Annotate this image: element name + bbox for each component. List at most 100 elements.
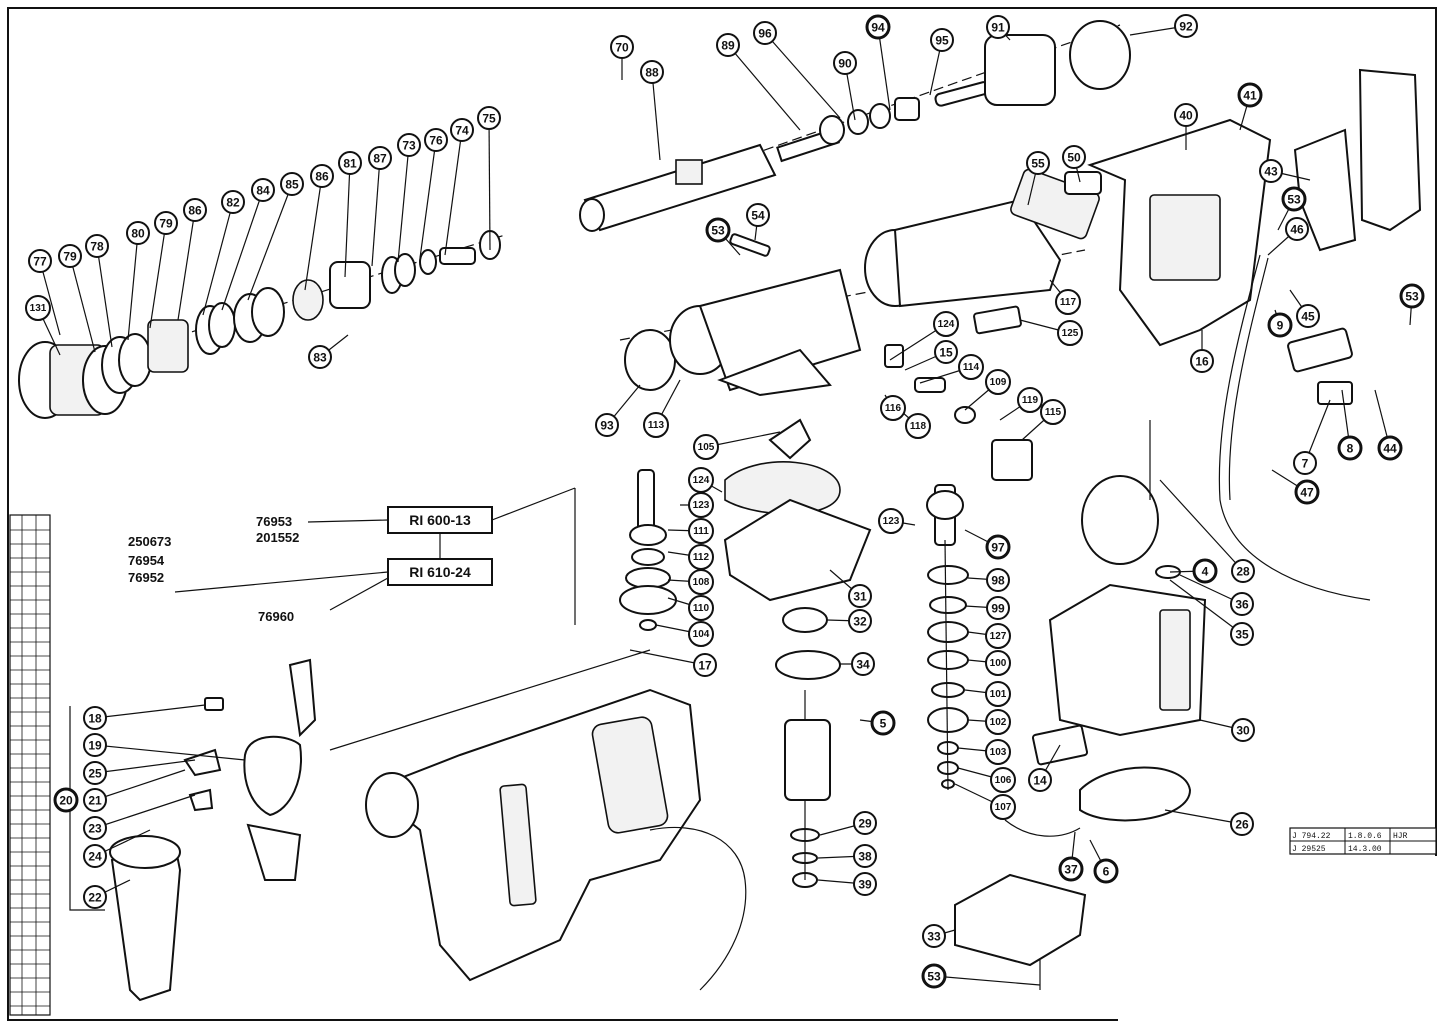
callout-47: 47	[1294, 479, 1320, 505]
callout-label: 119	[1022, 395, 1039, 406]
title-block-strip	[9, 514, 51, 1016]
callout-55: 55	[1026, 151, 1050, 175]
callout-label: 86	[315, 170, 329, 184]
callout-label: 19	[88, 739, 102, 753]
callout-83: 83	[308, 345, 332, 369]
leader-line-94	[877, 26, 891, 111]
callout-19: 19	[83, 733, 107, 757]
rev-r1c2: 1.8.0.6	[1348, 832, 1382, 841]
motor-housing-drawing	[954, 420, 1207, 990]
callout-label: 102	[990, 717, 1007, 728]
callout-127: 127	[985, 623, 1011, 649]
leader-line-84	[221, 189, 264, 311]
callout-label: 5	[880, 717, 887, 731]
callout-37: 37	[1058, 856, 1084, 882]
callout-label: 123	[693, 500, 710, 511]
rev-r1c1: J 794.22	[1292, 832, 1331, 841]
callout-label: 90	[838, 57, 852, 71]
callout-label: 81	[343, 157, 357, 171]
leader-line-79	[69, 255, 96, 353]
callout-label: 109	[990, 377, 1007, 388]
callout-label: 123	[883, 516, 900, 527]
callout-label: 82	[226, 196, 240, 210]
callout-117: 117	[1055, 289, 1081, 315]
callout-label: 114	[963, 362, 980, 373]
callout-79: 79	[154, 211, 178, 235]
callout-88: 88	[640, 60, 664, 84]
callout-90: 90	[833, 51, 857, 75]
side-handle-drawing	[69, 658, 317, 1002]
leader-line-53	[933, 975, 1041, 986]
callout-116: 116	[880, 395, 906, 421]
callout-label: 53	[1405, 290, 1419, 304]
callout-97: 97	[985, 534, 1011, 560]
callout-103: 103	[985, 739, 1011, 765]
callout-87: 87	[368, 146, 392, 170]
code-201552: 201552	[256, 530, 299, 545]
callout-label: 9	[1277, 319, 1284, 333]
callout-label: 15	[939, 346, 953, 360]
callout-label: 103	[990, 747, 1007, 758]
code-76954: 76954	[128, 553, 165, 568]
callout-95: 95	[930, 28, 954, 52]
callout-label: 124	[938, 319, 955, 330]
callout-106: 106	[990, 767, 1016, 793]
callout-label: 107	[995, 802, 1012, 813]
callout-label: 79	[63, 250, 77, 264]
callout-label: 6	[1103, 865, 1110, 879]
callout-94: 94	[865, 14, 891, 40]
callout-label: 79	[159, 217, 173, 231]
callout-label: 131	[30, 303, 47, 314]
leader-line-85	[247, 183, 293, 301]
callout-39: 39	[853, 872, 877, 896]
callout-28: 28	[1231, 559, 1255, 583]
callout-26: 26	[1230, 812, 1254, 836]
callout-5: 5	[870, 710, 896, 736]
callout-100: 100	[985, 650, 1011, 676]
callout-53: 53	[705, 217, 731, 243]
blank-corner	[1118, 856, 1445, 1028]
leader-line-77	[39, 260, 61, 336]
callout-label: 127	[990, 631, 1007, 642]
code-76952: 76952	[128, 570, 164, 585]
callout-label: 28	[1236, 565, 1250, 579]
callout-label: 30	[1236, 724, 1250, 738]
code-76953: 76953	[256, 514, 292, 529]
callout-label: 7	[1302, 457, 1309, 471]
callout-label: 104	[693, 629, 710, 640]
callout-91: 91	[986, 15, 1010, 39]
callout-label: 117	[1060, 297, 1077, 308]
callout-40: 40	[1174, 103, 1198, 127]
callout-84: 84	[251, 178, 275, 202]
callout-36: 36	[1230, 592, 1254, 616]
leader-line-80	[127, 232, 139, 341]
code-76960: 76960	[258, 609, 294, 624]
main-body-drawing	[329, 649, 747, 991]
callout-50: 50	[1062, 145, 1086, 169]
leader-line-73	[397, 144, 410, 263]
callout-89: 89	[716, 33, 740, 57]
callout-label: 17	[698, 659, 712, 673]
callout-label: 55	[1031, 157, 1045, 171]
callout-85: 85	[280, 172, 304, 196]
callout-115: 115	[1040, 399, 1066, 425]
callout-label: 46	[1290, 223, 1304, 237]
callout-label: 73	[402, 139, 416, 153]
callout-label: 85	[285, 178, 299, 192]
callout-label: 53	[711, 224, 725, 238]
callout-107: 107	[990, 794, 1016, 820]
leader-line-96	[764, 32, 841, 119]
callout-7: 7	[1293, 451, 1317, 475]
callout-label: 105	[698, 442, 715, 453]
callout-92: 92	[1174, 14, 1198, 38]
callout-label: 87	[373, 152, 387, 166]
code-250673: 250673	[128, 534, 171, 549]
callout-label: 39	[858, 878, 872, 892]
callout-76: 76	[424, 128, 448, 152]
callout-105: 105	[693, 434, 719, 460]
callout-102: 102	[985, 709, 1011, 735]
callout-119: 119	[1017, 387, 1043, 413]
callout-22: 22	[83, 885, 107, 909]
callout-74: 74	[450, 118, 474, 142]
callout-label: 75	[482, 112, 496, 126]
